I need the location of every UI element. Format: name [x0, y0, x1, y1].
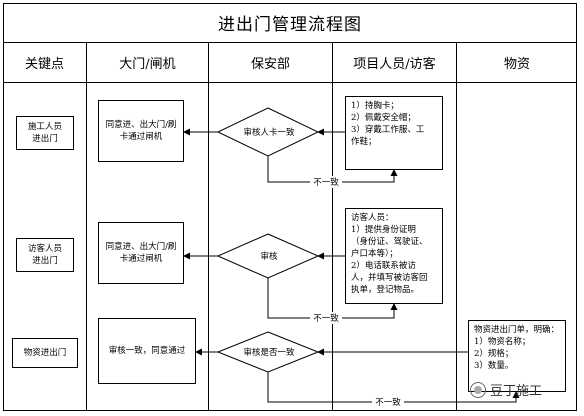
- decision-label-1: 审核人卡一致: [243, 128, 295, 138]
- header-project: 项目人员/访客: [333, 43, 457, 83]
- visitor-requirements-note: 访客人员： 1）提供身份证明 （身份证、驾驶证、 户口本等）； 2）电话联系被访…: [345, 208, 443, 304]
- header-security: 保安部: [209, 43, 333, 83]
- watermark-logo-icon: [470, 381, 486, 398]
- reject-label-1: 不一致: [310, 176, 342, 188]
- reject-label-2: 不一致: [310, 312, 342, 324]
- header-gate: 大门/闸机: [87, 43, 209, 83]
- lane-project: [333, 83, 457, 411]
- lane-security: [209, 83, 333, 411]
- lane-gate: [87, 83, 209, 411]
- diagram-frame: [3, 3, 577, 411]
- watermark: 豆丁施工: [470, 380, 542, 399]
- diagram-title: 进出门管理流程图: [3, 3, 577, 43]
- key-point-visitors: 访客人员 进出门: [16, 238, 74, 272]
- gate-box-materials: 审核一致，同意通过: [98, 318, 196, 384]
- decision-label-3: 审核是否一致: [243, 348, 295, 358]
- gate-box-visitors: 同意进、出大门/刷 卡通过闸机: [98, 222, 184, 284]
- material-slip-note: 物资进出门单，明确： 1）物资名称； 2）规格； 3）数量。: [468, 320, 566, 392]
- gate-box-workers: 同意进、出大门/刷 卡通过闸机: [98, 100, 184, 162]
- worker-requirements-note: 1）持胸卡； 2）佩戴安全帽； 3）穿戴工作服、工 作鞋；: [345, 96, 443, 170]
- watermark-text: 豆丁施工: [490, 384, 543, 399]
- decision-label-2: 审核: [260, 252, 278, 262]
- reject-label-3: 不一致: [372, 396, 404, 408]
- header-materials: 物资: [457, 43, 577, 83]
- lane-key-points: [3, 83, 87, 411]
- key-point-materials: 物资进出门: [12, 338, 78, 368]
- key-point-workers: 施工人员 进出门: [16, 116, 74, 150]
- header-key-points: 关键点: [3, 43, 87, 83]
